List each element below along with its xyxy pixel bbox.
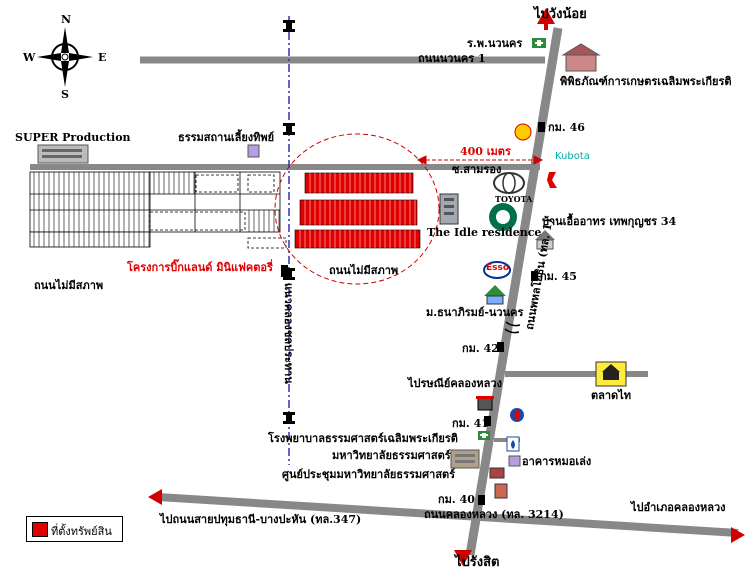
- road-public-left-label: ถนนไม่มีสภาพ: [34, 279, 104, 292]
- km41-label: กม. 41: [452, 417, 489, 430]
- talad-thai-icon: [595, 361, 627, 387]
- direction-arrows: [148, 8, 745, 566]
- mo-leng-icon: [508, 455, 521, 467]
- kubota-label: Kubota: [555, 151, 590, 162]
- legend-swatch-property: [32, 522, 48, 537]
- km40-label: กม. 40: [438, 493, 475, 506]
- idle-residence-building: [439, 193, 459, 225]
- road-nawanakorn1-label: ถนนนวนคร 1: [418, 52, 486, 65]
- convention-icon: [489, 467, 505, 479]
- idle-residence-label: The Idle residence: [427, 226, 542, 239]
- starbucks-logo: [489, 203, 517, 231]
- thammasat-univ-label: มหาวิทยาลัยธรรมศาสตร์: [332, 449, 451, 462]
- toyota-logo: [493, 172, 525, 194]
- property-plots: [294, 172, 421, 249]
- plot-hatching: [33, 172, 280, 247]
- compass-south: S: [61, 88, 69, 101]
- post-office-icon: [476, 396, 494, 411]
- canal-markers: [283, 20, 295, 424]
- esso-logo: [483, 261, 511, 279]
- thammasat-hospital-icon: [478, 431, 490, 440]
- village-house-icon: [484, 285, 506, 305]
- housing-icon: [535, 230, 555, 250]
- km42-label: กม. 42: [462, 342, 499, 355]
- internal-roads: [149, 174, 287, 249]
- super-production-building: [37, 144, 89, 164]
- compass-icon: [37, 27, 93, 87]
- distance-label: 400 เมตร: [460, 145, 511, 158]
- suzuki-logo: [547, 172, 557, 188]
- distance-arrow: [416, 155, 544, 165]
- road-khlong-luang-label: ถนนคลองหลวง (ทล. 3214): [424, 508, 564, 521]
- km-marker-icons: [281, 122, 545, 505]
- landmark-icon: [494, 483, 508, 499]
- compass-west: W: [23, 51, 36, 64]
- mo-leng-label: อาคารหมอเล่ง: [522, 455, 592, 468]
- shell-logo: [514, 123, 532, 141]
- road-public-center-label: ถนนไม่มีสภาพ: [329, 264, 399, 277]
- dharma-center-label: ธรรมสถานเลี้ยงทิพย์: [178, 131, 275, 144]
- project-name-label: โครงการบิ๊กแลนด์ มินิแฟคตอรี่: [127, 261, 273, 274]
- museum-label: พิพิธภัณฑ์การเกษตรเฉลิมพระเกียรติ: [560, 75, 732, 88]
- map-legend: ที่ตั้งทรัพย์สิน: [26, 516, 123, 542]
- thammasat-hospital-label: โรงพยาบาลธรรมศาสตร์เฉลิมพระเกียรติ: [268, 432, 458, 445]
- to-pathum-road-label: ไปถนนสายปทุมธานี-บางปะหัน (ทล.347): [160, 513, 362, 526]
- compass-east: E: [98, 51, 107, 64]
- soi-samrong-label: ซ.สามรอง: [452, 163, 502, 176]
- university-building: [450, 449, 480, 469]
- factory-plots: [29, 171, 281, 248]
- road-break-symbol: [504, 321, 521, 334]
- esso-label: Esso: [486, 263, 510, 273]
- dharma-center-icon: [247, 144, 260, 158]
- khlong-luang-post-label: ไปรษณีย์คลองหลวง: [408, 377, 502, 390]
- km46-label: กม. 46: [548, 121, 585, 134]
- to-wangnoi-label: ไปวังน้อย: [534, 7, 587, 22]
- toyota-label: TOYOTA: [495, 194, 533, 204]
- thammasat-convention-label: ศูนย์ประชุมมหาวิทยาลัยธรรมศาสตร์: [282, 468, 456, 481]
- km45-label: กม. 45: [540, 270, 577, 283]
- canal-road-label: แนวคลองชลประทาน: [282, 283, 295, 384]
- talad-thai-label: ตลาดไท: [591, 389, 631, 402]
- ptt-logo-2: [506, 436, 520, 452]
- to-amphoe-khlong-luang-label: ไปอำเภอคลองหลวง: [631, 501, 726, 514]
- super-production-label: SUPER Production: [15, 131, 131, 144]
- to-rangsit-label: ไปรังสิต: [455, 555, 500, 570]
- ptt-logo: [510, 408, 524, 422]
- hospital-icon: [532, 38, 546, 48]
- museum-building: [561, 43, 601, 72]
- compass-north: N: [61, 13, 72, 26]
- hospital-nawanakorn-label: ร.พ.นวนคร: [467, 37, 523, 50]
- legend-label-property: ที่ตั้งทรัพย์สิน: [51, 525, 112, 538]
- radius-circle: [274, 133, 440, 285]
- village-thanarom-label: ม.ธนาภิรมย์-นวนคร: [426, 306, 524, 319]
- baan-uea-athon-label: บ้านเอื้ออาทร เทพกุญชร 34: [542, 215, 677, 228]
